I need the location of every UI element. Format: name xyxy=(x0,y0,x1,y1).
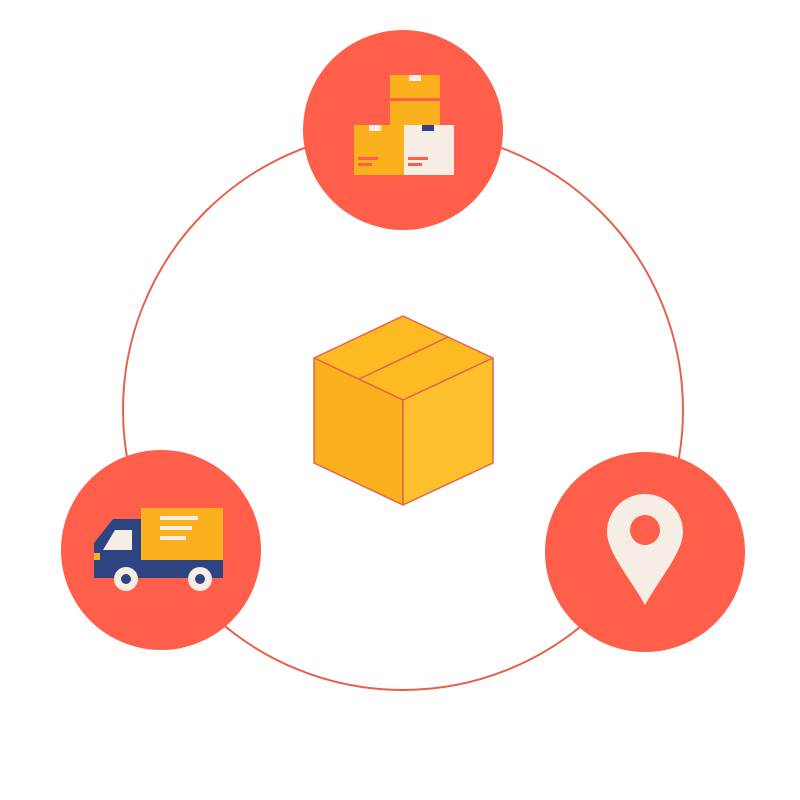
node-warehouse xyxy=(303,30,503,230)
package-box-icon xyxy=(313,315,494,506)
node-destination xyxy=(545,452,745,652)
delivery-truck-icon xyxy=(94,508,223,591)
location-pin-icon xyxy=(607,494,683,605)
node-delivery xyxy=(61,450,261,650)
stacked-boxes-icon xyxy=(354,75,454,175)
